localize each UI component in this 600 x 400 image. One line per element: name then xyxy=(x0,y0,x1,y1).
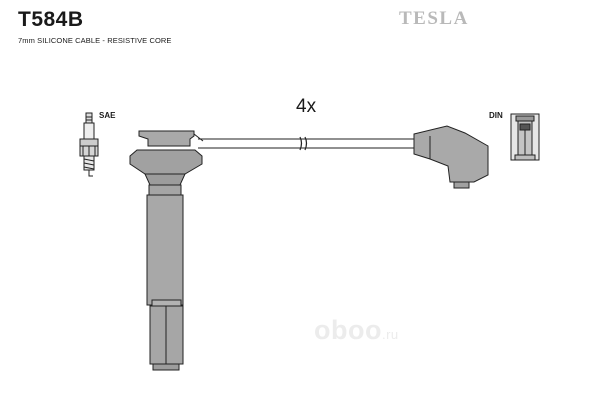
plug-boot xyxy=(413,125,489,189)
quantity-label: 4x xyxy=(296,96,317,117)
din-connector-label: DIN xyxy=(489,111,503,120)
watermark-name: oboo xyxy=(314,315,382,345)
part-number: T584B xyxy=(18,8,84,31)
watermark: oboo.ru xyxy=(314,315,399,346)
watermark-tld: .ru xyxy=(381,327,399,342)
spark-plug-icon xyxy=(79,112,99,177)
ignition-cable xyxy=(198,136,419,151)
sae-connector-label: SAE xyxy=(99,111,116,120)
cable-spec-subtitle: 7mm SILICONE CABLE - RESISTIVE CORE xyxy=(18,36,172,45)
din-terminal-icon xyxy=(510,113,540,161)
coil-boot xyxy=(129,130,204,371)
brand-logo-tesla: TESLA xyxy=(399,8,469,29)
